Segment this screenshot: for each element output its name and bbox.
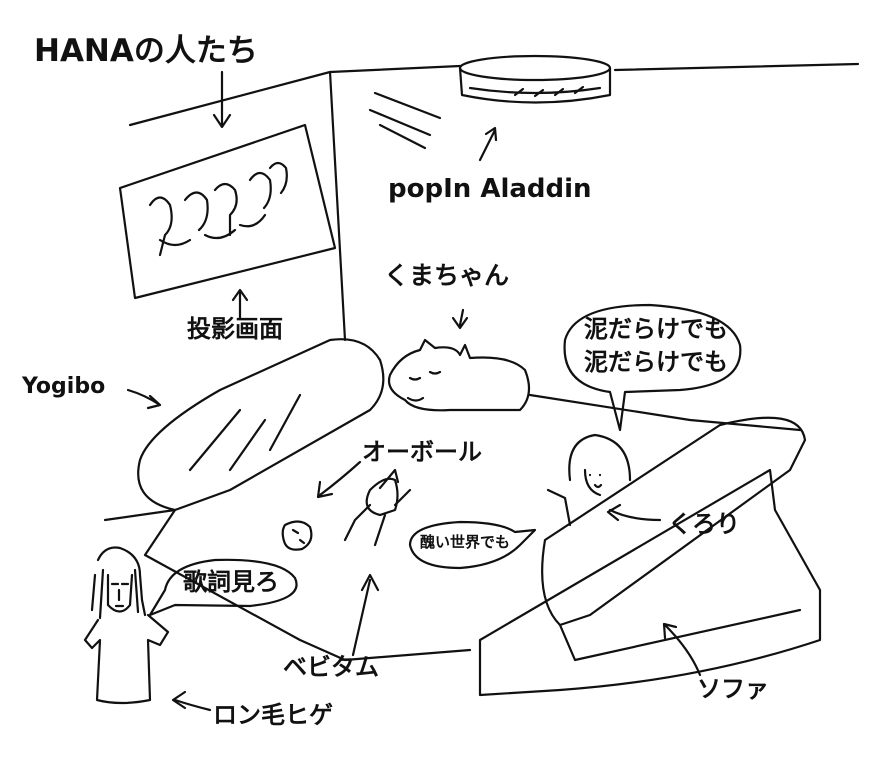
arrow-title: [212, 70, 232, 129]
arrow-longhair: [171, 690, 212, 712]
label-sofa: ソファ: [697, 675, 769, 703]
arrow-sofa: [662, 622, 702, 677]
label-kurori: くろり: [668, 510, 740, 538]
longhair-drawing: [83, 546, 170, 705]
wall-corner: [328, 70, 347, 342]
label-screen: 投影画面: [187, 315, 283, 343]
floor-outline: [103, 393, 802, 662]
speech-bubble-middle: [408, 520, 537, 570]
kurori-drawing: [546, 433, 632, 527]
ball-drawing: [281, 520, 313, 551]
ceiling-line: [128, 62, 860, 127]
label-projector: popIn Aladdin: [388, 174, 592, 204]
screen-drawing: [118, 123, 337, 300]
speech-kurori-line2: 泥だらけでも: [584, 348, 728, 376]
label-cat: くまちゃん: [384, 261, 510, 290]
arrow-projector: [478, 126, 498, 162]
sofa-drawing: [478, 416, 822, 697]
arrow-yogibo: [126, 388, 162, 410]
arrow-kurori: [606, 503, 662, 522]
arrow-cat: [451, 308, 469, 330]
label-beanbag: Yogibo: [22, 374, 106, 399]
speech-bubble-top: [563, 303, 742, 432]
page-title: HANAの人たち: [34, 33, 258, 69]
speech-kurori-line1: 泥だらけでも: [584, 315, 728, 343]
arrow-ball: [316, 460, 362, 499]
arrow-baby: [351, 573, 380, 657]
yogibo-drawing: [137, 338, 385, 512]
label-longhair: ロン毛ヒゲ: [213, 701, 333, 729]
baby-drawing: [343, 468, 412, 547]
projector-drawing: [368, 54, 612, 150]
label-ball: オーボール: [362, 438, 482, 466]
arrow-screen: [231, 288, 249, 320]
label-baby: ベビタム: [283, 653, 379, 681]
speech-bubble-left: [148, 558, 298, 617]
cat-drawing: [387, 338, 531, 412]
speech-longhair: 歌詞見ろ: [183, 568, 279, 596]
speech-baby: 醜い世界でも: [420, 533, 511, 551]
